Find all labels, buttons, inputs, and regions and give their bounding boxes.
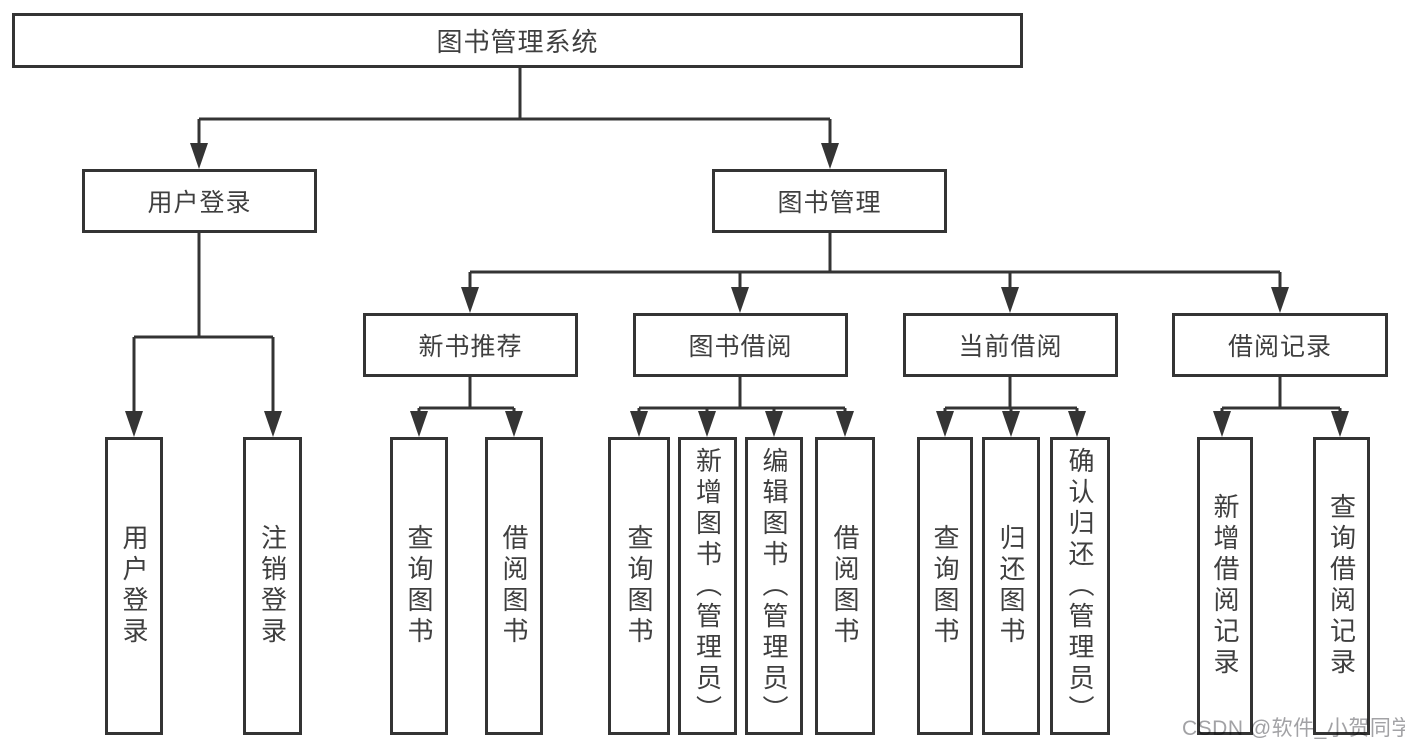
- leaf-current-query: 查询图书: [917, 437, 973, 735]
- connector-current: [943, 377, 1079, 414]
- arrowheads: [125, 143, 1349, 437]
- leaf-newbook-borrow-label: 借阅图书: [499, 524, 529, 648]
- leaf-current-return: 归还图书: [982, 437, 1040, 735]
- leaf-user-login: 用户登录: [105, 437, 163, 735]
- leaf-logout: 注销登录: [243, 437, 302, 735]
- node-book-borrow-label: 图书借阅: [688, 333, 793, 361]
- node-book-mgmt-label: 图书管理: [777, 189, 882, 217]
- leaf-borrow-add-admin-label: 新增图书（管理员）: [692, 446, 723, 726]
- leaf-current-confirm-admin: 确认归还（管理员）: [1050, 437, 1110, 735]
- node-new-book-rec: 新书推荐: [363, 313, 578, 377]
- connector-new-book: [417, 377, 516, 414]
- node-borrow-records-label: 借阅记录: [1227, 333, 1332, 361]
- leaf-records-query-label: 查询借阅记录: [1326, 493, 1357, 679]
- connector-book-mgmt: [468, 233, 1282, 290]
- leaf-borrow-query: 查询图书: [608, 437, 670, 735]
- leaf-records-add: 新增借阅记录: [1197, 437, 1253, 735]
- node-book-borrow: 图书借阅: [633, 313, 848, 377]
- leaf-borrow-edit-admin: 编辑图书（管理员）: [745, 437, 803, 735]
- leaf-logout-label: 注销登录: [257, 524, 288, 648]
- node-book-mgmt: 图书管理: [712, 169, 947, 233]
- node-user-login: 用户登录: [82, 169, 317, 233]
- leaf-newbook-borrow: 借阅图书: [485, 437, 543, 735]
- leaf-borrow-query-label: 查询图书: [624, 524, 654, 648]
- node-current-borrow-label: 当前借阅: [958, 333, 1063, 361]
- leaf-current-return-label: 归还图书: [996, 524, 1026, 648]
- leaf-newbook-query: 查询图书: [390, 437, 448, 735]
- leaf-current-confirm-admin-label: 确认归还（管理员）: [1065, 446, 1095, 726]
- leaf-records-query: 查询借阅记录: [1313, 437, 1370, 735]
- node-new-book-rec-label: 新书推荐: [418, 333, 523, 361]
- connector-user-login: [132, 233, 275, 414]
- node-root-label: 图书管理系统: [436, 27, 599, 57]
- leaf-user-login-label: 用户登录: [119, 524, 149, 648]
- leaf-borrow-borrow: 借阅图书: [815, 437, 875, 735]
- leaf-borrow-edit-admin-label: 编辑图书（管理员）: [759, 446, 789, 726]
- leaf-borrow-borrow-label: 借阅图书: [830, 524, 860, 648]
- node-user-login-label: 用户登录: [147, 189, 252, 217]
- leaf-borrow-add-admin: 新增图书（管理员）: [678, 437, 737, 735]
- connector-root: [197, 66, 832, 146]
- leaf-records-add-label: 新增借阅记录: [1210, 493, 1240, 679]
- connector-records: [1220, 377, 1342, 414]
- node-root: 图书管理系统: [12, 13, 1023, 68]
- connector-borrow: [637, 377, 847, 414]
- watermark: CSDN @软件_小贺同学: [1182, 717, 1405, 740]
- leaf-current-query-label: 查询图书: [930, 524, 960, 648]
- node-borrow-records: 借阅记录: [1172, 313, 1388, 377]
- leaf-newbook-query-label: 查询图书: [404, 524, 434, 648]
- node-current-borrow: 当前借阅: [903, 313, 1118, 377]
